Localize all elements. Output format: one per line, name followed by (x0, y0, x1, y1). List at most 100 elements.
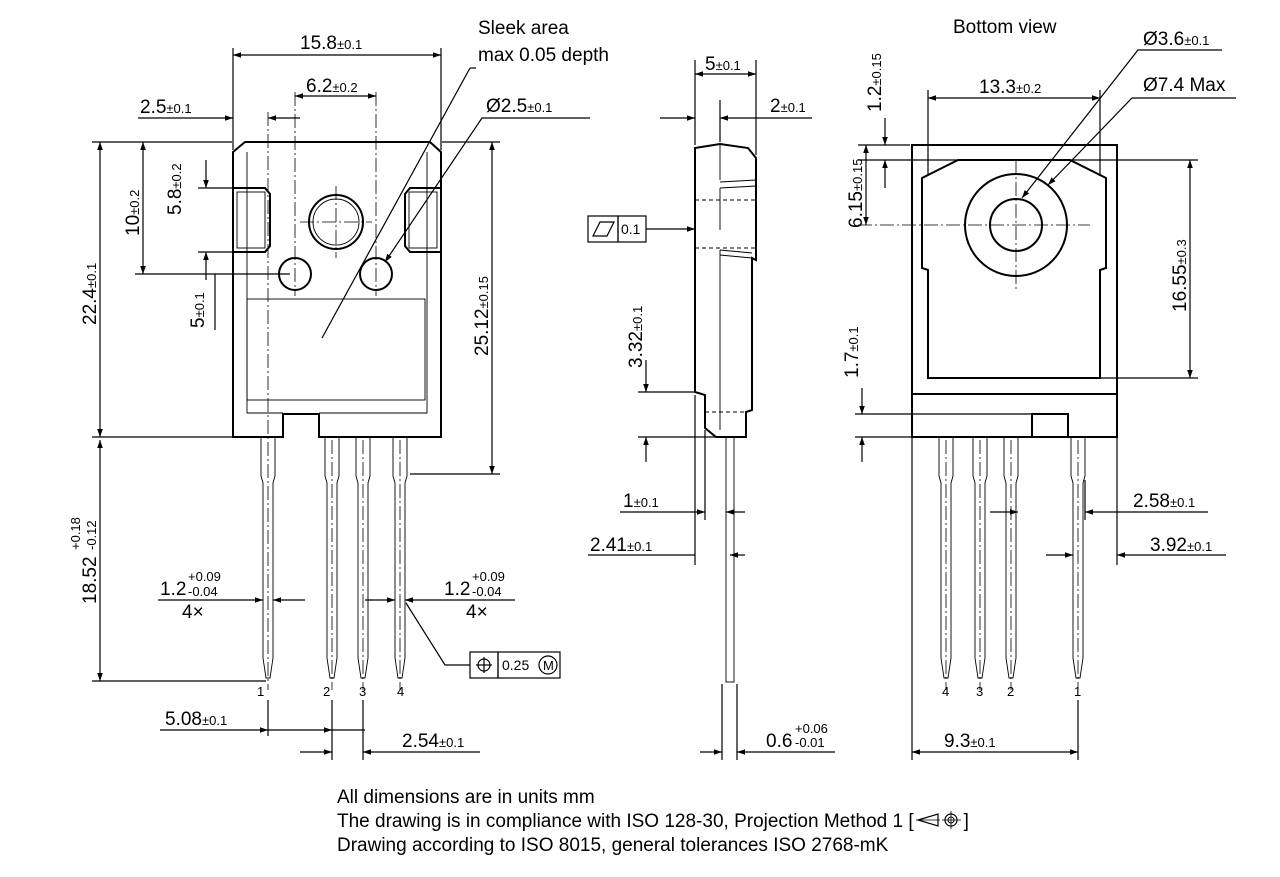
tab-offset-tol: ±0.15 (869, 53, 884, 85)
lead-width-left-value: 1.2 (160, 579, 186, 600)
sleek-area-line2: max 0.05 depth (478, 45, 609, 66)
lead-width-left-tol-plus: +0.09 (188, 569, 221, 584)
svg-text:3.32±0.1: 3.32±0.1 (626, 306, 647, 368)
lead-offset-tol: ±0.1 (634, 495, 659, 510)
svg-text:5±0.1: 5±0.1 (188, 292, 209, 328)
svg-text:Ø2.5±0.1: Ø2.5±0.1 (486, 96, 552, 117)
pad-dia-value: Ø7.4 Max (1143, 75, 1226, 96)
slot-height-tol: ±0.2 (127, 190, 142, 215)
bottom-pin-3: 3 (976, 684, 983, 699)
front-pin-3: 3 (359, 684, 366, 699)
lead-length-tol-minus: -0.12 (84, 520, 99, 550)
lead-offset-a-tol: ±0.1 (1170, 495, 1195, 510)
svg-text:5±0.1: 5±0.1 (705, 54, 741, 75)
overall-height-value: 25.12 (472, 308, 493, 356)
svg-text:2.54±0.1: 2.54±0.1 (402, 731, 464, 752)
svg-text:2.58±0.1: 2.58±0.1 (1133, 491, 1195, 512)
step-height-tol: ±0.1 (630, 306, 645, 331)
note-standards: Drawing according to ISO 8015, general t… (337, 835, 889, 856)
lead-position-tol: ±0.1 (627, 539, 652, 554)
hole-spacing-tol: ±0.2 (332, 80, 357, 95)
bottom-pin-2: 2 (1007, 684, 1014, 699)
tab-width-value: 13.3 (979, 77, 1016, 98)
lead-width-right-count: 4× (466, 602, 488, 623)
note-units: All dimensions are in units mm (337, 787, 595, 808)
svg-text:2.41±0.1: 2.41±0.1 (590, 535, 652, 556)
svg-text:3.92±0.1: 3.92±0.1 (1150, 535, 1212, 556)
lead-span-value: 9.3 (944, 731, 970, 752)
tab-thickness-value: 2 (770, 96, 781, 117)
svg-text:16.55±0.3: 16.55±0.3 (1170, 239, 1191, 312)
hole-height-tol: ±0.2 (169, 163, 184, 188)
note-projection: The drawing is in compliance with ISO 12… (337, 810, 969, 834)
position-modifier: M (543, 658, 554, 673)
hole-height-value: 5.8 (165, 189, 186, 215)
svg-text:Ø3.6±0.1: Ø3.6±0.1 (1143, 29, 1209, 50)
svg-text:15.8±0.1: 15.8±0.1 (300, 33, 362, 54)
tab-thickness-tol: ±0.1 (781, 100, 806, 115)
pitch-tol: ±0.1 (439, 735, 464, 750)
drawing-notes: All dimensions are in units mm The drawi… (337, 786, 969, 858)
hole-offset-tol: ±0.1 (192, 292, 207, 317)
width-total-tol: ±0.1 (337, 37, 362, 52)
svg-text:2±0.1: 2±0.1 (770, 96, 806, 117)
overall-height-tol: ±0.15 (476, 276, 491, 308)
bottom-hole-dia-tol: ±0.1 (1184, 33, 1209, 48)
lead-offset-b-value: 3.92 (1150, 535, 1187, 556)
svg-text:25.12±0.15: 25.12±0.15 (472, 276, 493, 356)
lead-offset-value: 1 (623, 491, 634, 512)
lead-shoulder-value: 1.7 (842, 352, 863, 378)
bottom-view: Bottom view 4 3 2 1 13.3±0.2 Ø3.6±0.1 Ø7… (842, 17, 1236, 760)
hole-spacing-value: 6.2 (306, 76, 332, 97)
step-height-value: 3.32 (626, 331, 647, 368)
lead-width-right-tol-minus: -0.04 (472, 584, 502, 599)
front-pin-1: 1 (257, 684, 264, 699)
svg-text:1.7±0.1: 1.7±0.1 (842, 326, 863, 378)
side-view: 5±0.1 2±0.1 0.1 3.32±0.1 1±0.1 2.41±0.1 … (587, 54, 835, 760)
lead-position-value: 2.41 (590, 535, 627, 556)
front-view: 15.8±0.1 6.2±0.2 2.5±0.1 22.4±0.1 10±0.2… (68, 18, 609, 760)
hole-from-top-value: 6.15 (846, 191, 867, 228)
side-thickness-tol: ±0.1 (716, 58, 741, 73)
svg-text:5.08±0.1: 5.08±0.1 (165, 709, 227, 730)
bottom-pin-1: 1 (1074, 684, 1081, 699)
svg-text:22.4±0.1: 22.4±0.1 (80, 263, 101, 325)
body-height-tol: ±0.1 (84, 263, 99, 288)
lead-thickness-value: 0.6 (766, 731, 792, 752)
lead-offset-a-value: 2.58 (1133, 491, 1170, 512)
lead-width-left-count: 4× (182, 602, 204, 623)
svg-text:9.3±0.1: 9.3±0.1 (944, 731, 996, 752)
svg-text:5.8±0.2: 5.8±0.2 (165, 163, 186, 215)
tab-offset-value: 1.2 (865, 86, 886, 112)
lead-width-right-value: 1.2 (444, 579, 470, 600)
flatness-value: 0.1 (621, 221, 641, 237)
lead-thickness-tol-plus: +0.06 (795, 721, 828, 736)
bottom-view-title: Bottom view (953, 17, 1057, 38)
exposed-height-tol: ±0.3 (1174, 239, 1189, 264)
tab-width-tol: ±0.2 (1016, 81, 1041, 96)
svg-text:18.52: 18.52 (80, 556, 101, 604)
edge-to-hole-value: 2.5 (140, 97, 166, 118)
svg-text:1±0.1: 1±0.1 (623, 491, 659, 512)
bottom-hole-dia-value: Ø3.6 (1143, 29, 1184, 50)
front-leads (260, 437, 408, 679)
lead-thickness-tol-minus: -0.01 (795, 735, 825, 750)
position-tolerance-frame: 0.25 M (469, 651, 561, 679)
svg-text:1.2±0.15: 1.2±0.15 (865, 53, 886, 112)
note-projection-end: ] (963, 811, 969, 832)
body-height-value: 22.4 (80, 288, 101, 325)
position-tol-value: 0.25 (502, 657, 529, 673)
front-pin-4: 4 (397, 684, 404, 699)
svg-text:10±0.2: 10±0.2 (123, 190, 144, 236)
front-pin-2: 2 (323, 684, 330, 699)
lead-offset-b-tol: ±0.1 (1187, 539, 1212, 554)
flatness-frame: 0.1 (587, 215, 647, 243)
hole-dia-tol: ±0.1 (527, 100, 552, 115)
sleek-area-line1: Sleek area (478, 18, 569, 39)
slot-height-value: 10 (123, 215, 144, 236)
exposed-height-value: 16.55 (1170, 264, 1191, 312)
lead-shoulder-tol: ±0.1 (846, 326, 861, 351)
svg-text:13.3±0.2: 13.3±0.2 (979, 77, 1041, 98)
svg-text:2.5±0.1: 2.5±0.1 (140, 97, 192, 118)
